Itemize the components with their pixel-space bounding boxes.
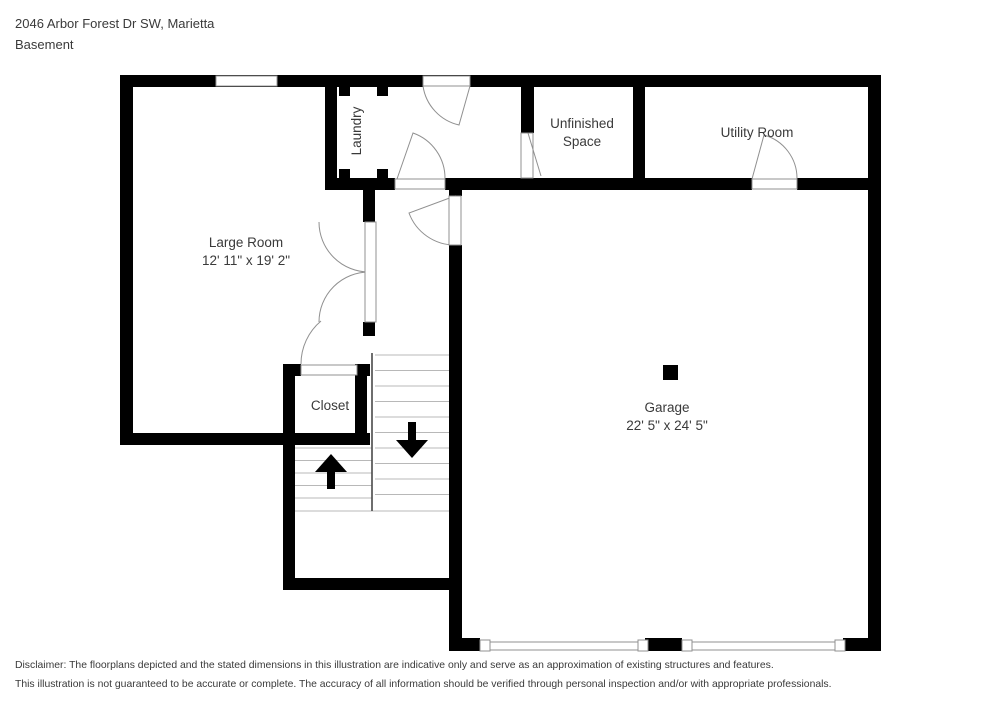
large-room-dimensions: 12' 11" x 19' 2" [201,253,291,268]
stairs-down-arrow-icon [396,422,428,458]
garage-name: Garage [644,400,690,415]
large-room-double-door [318,221,377,323]
window-large-room [215,75,278,87]
walls [120,75,881,651]
header-address: 2046 Arbor Forest Dr SW, Marietta [15,16,215,31]
header-level: Basement [15,37,74,52]
room-label-closet: Closet [310,398,350,413]
room-label-utility-room: Utility Room [720,125,794,140]
laundry-exterior-door [422,75,471,126]
garage-dimensions: 22' 5" x 24' 5" [626,418,708,433]
room-label-large-room: Large Room 12' 11" x 19' 2" [202,234,290,270]
garage-door-right [681,639,846,652]
large-room-name: Large Room [208,235,284,250]
doors [300,75,846,652]
laundry-corridor-door [394,132,446,190]
stair-treads [295,354,449,512]
room-label-garage: Garage 22' 5" x 24' 5" [626,399,708,435]
disclaimer-line-1: Disclaimer: The floorplans depicted and … [15,660,774,671]
room-label-laundry: Laundry [349,106,364,156]
disclaimer-line-2: This illustration is not guaranteed to b… [15,679,832,690]
garage-corridor-door [408,195,462,246]
utility-room-door [751,134,798,190]
room-label-unfinished-space: Unfinished Space [550,116,614,149]
closet-door [300,320,358,376]
unfinished-space-door [520,132,542,179]
garage-column [663,365,678,380]
stairs-up-arrow-icon [315,454,347,489]
garage-door-left [479,639,649,652]
